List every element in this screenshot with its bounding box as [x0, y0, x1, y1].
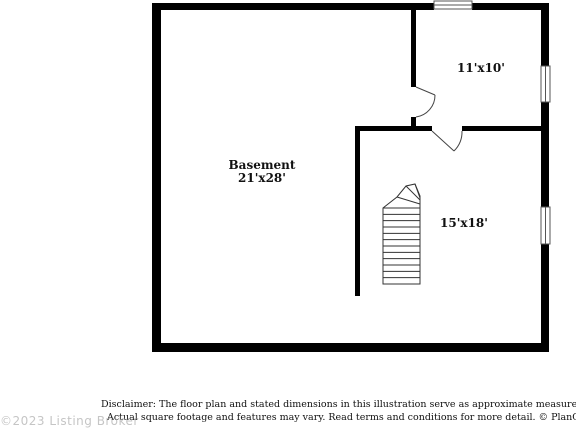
wall-vertical-upper-room	[411, 3, 416, 87]
stair-winder	[414, 183, 421, 199]
wall-vertical-stair-room	[355, 126, 360, 296]
wall-right-middle	[541, 102, 549, 207]
staircase	[382, 183, 421, 285]
listing-broker-watermark: ©2023 Listing Broker	[0, 414, 139, 428]
basement-name-label: Basement	[229, 158, 296, 172]
window-right-lower	[540, 206, 551, 245]
upper-right-room-dimensions-label: 11'x10'	[457, 61, 505, 75]
disclaimer-line-2: Actual square footage and features may v…	[107, 412, 576, 423]
wall-vertical-stub	[411, 117, 416, 130]
wall-horizontal-left	[355, 126, 432, 131]
door-lower-room	[431, 130, 463, 152]
interior-walls	[355, 3, 549, 296]
wall-bottom	[152, 343, 549, 352]
staircase-outline	[382, 183, 421, 285]
disclaimer-line-1: Disclaimer: The floor plan and stated di…	[101, 399, 576, 410]
wall-right-upper	[541, 3, 549, 66]
lower-right-room-dimensions-label: 15'x18'	[440, 216, 488, 230]
wall-top-left	[152, 3, 434, 10]
outer-walls	[152, 3, 549, 352]
wall-left	[152, 3, 161, 352]
wall-top-right	[472, 3, 549, 10]
stair-winder	[396, 196, 421, 205]
window-top	[433, 0, 473, 10]
wall-horizontal-right	[462, 126, 549, 131]
basement-dimensions-label: 21'x28'	[238, 171, 286, 185]
stair-winder	[405, 185, 421, 201]
door-upper-room	[415, 86, 436, 118]
window-right-upper	[540, 65, 551, 103]
wall-right-lower	[541, 244, 549, 352]
